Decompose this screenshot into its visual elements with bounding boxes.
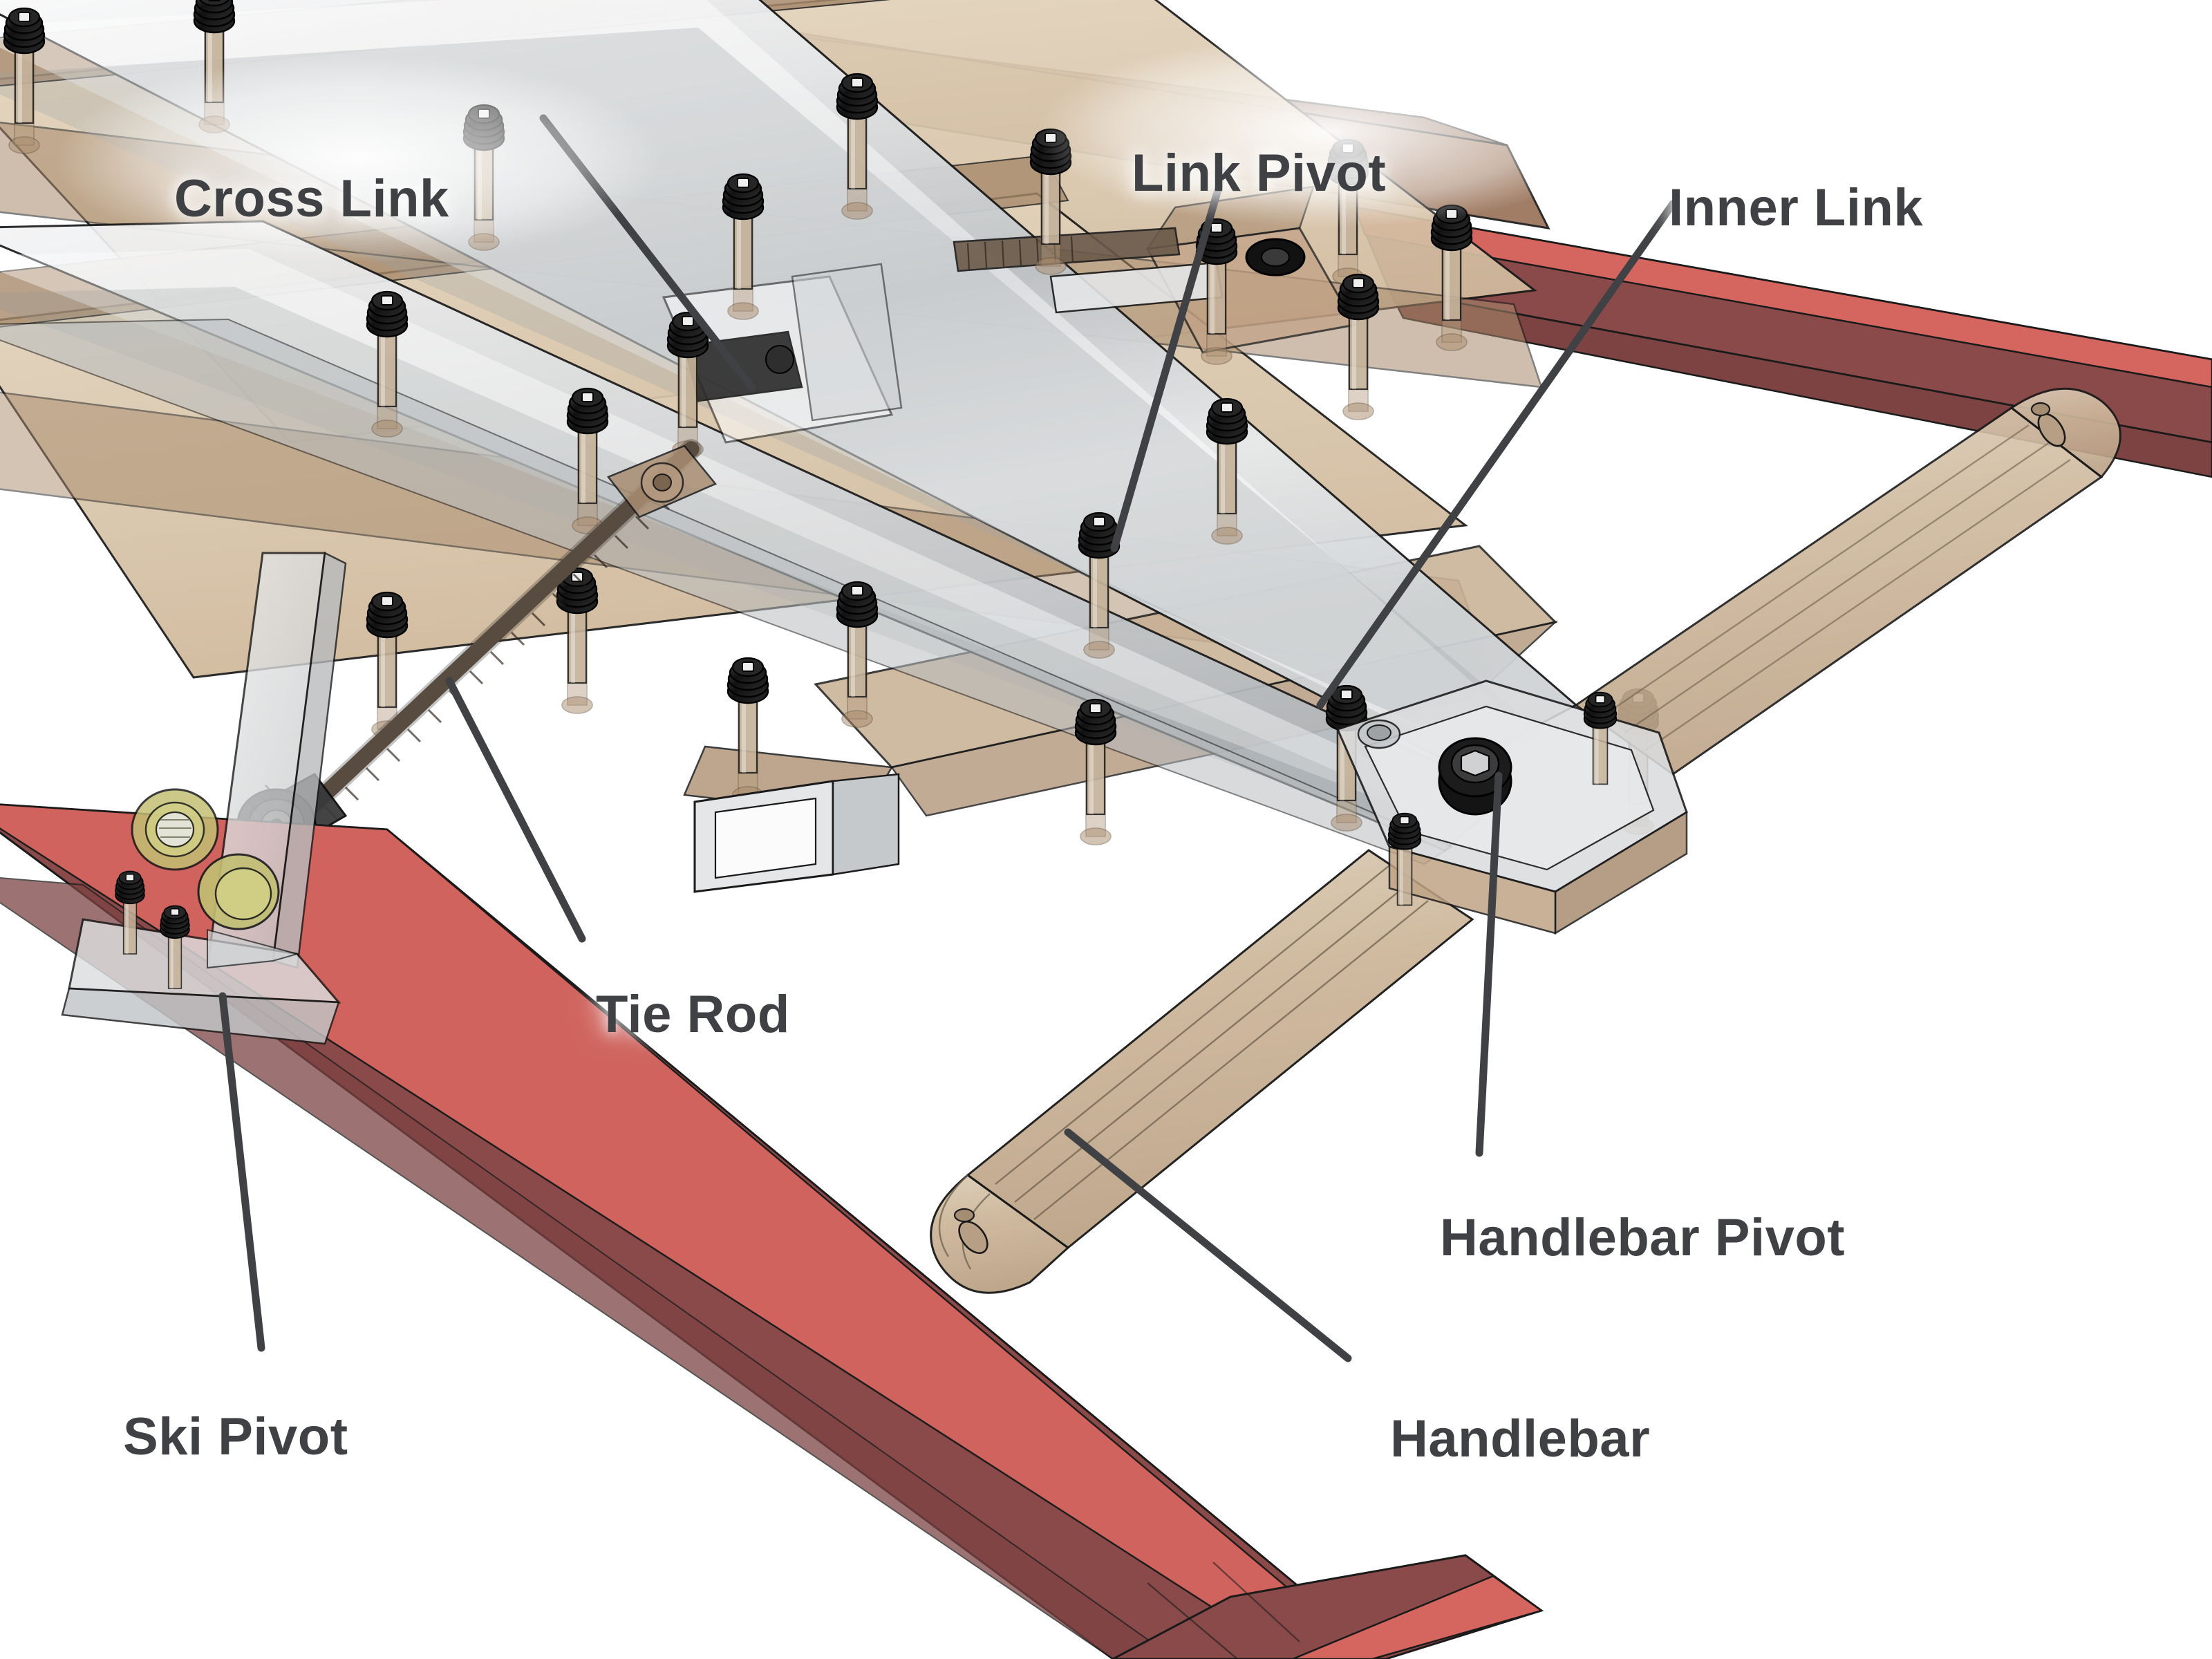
- callout-label-tie-rod: Tie Rod: [596, 985, 790, 1044]
- component-left-ski: [0, 803, 1544, 1659]
- ski-pivot-upper-bushing: [131, 788, 219, 871]
- leader-link-pivot: [1110, 167, 1228, 552]
- leader-ski-pivot: [218, 992, 265, 1352]
- label-glow-link-pivot: [1037, 35, 1618, 228]
- callout-label-ski-pivot: Ski Pivot: [123, 1407, 348, 1466]
- callout-label-link-pivot: Link Pivot: [1132, 144, 1387, 203]
- component-handlebar-pivot-plate: [1335, 679, 1688, 935]
- component-square-tube: [693, 773, 900, 893]
- callout-label-handlebar: Handlebar: [1390, 1409, 1651, 1468]
- leader-handlebar: [1064, 1128, 1352, 1362]
- leader-inner-link: [1316, 200, 1677, 709]
- component-ski-pivot-bracket: [61, 552, 347, 1045]
- leader-handlebar-pivot: [1475, 771, 1503, 1157]
- callout-label-inner-link: Inner Link: [1669, 178, 1924, 237]
- leader-tie-rod: [445, 677, 586, 943]
- handlebar-pivot-bolt: [1438, 737, 1512, 816]
- ski-pivot-lower-bushing: [197, 853, 280, 930]
- component-link-pivot-joint: [662, 263, 903, 444]
- callout-label-cross-link: Cross Link: [174, 169, 449, 228]
- tie-rod-end-upper: [607, 444, 718, 518]
- callout-label-handlebar-pivot: Handlebar Pivot: [1440, 1208, 1846, 1267]
- label-glow-cross-link: [55, 55, 664, 263]
